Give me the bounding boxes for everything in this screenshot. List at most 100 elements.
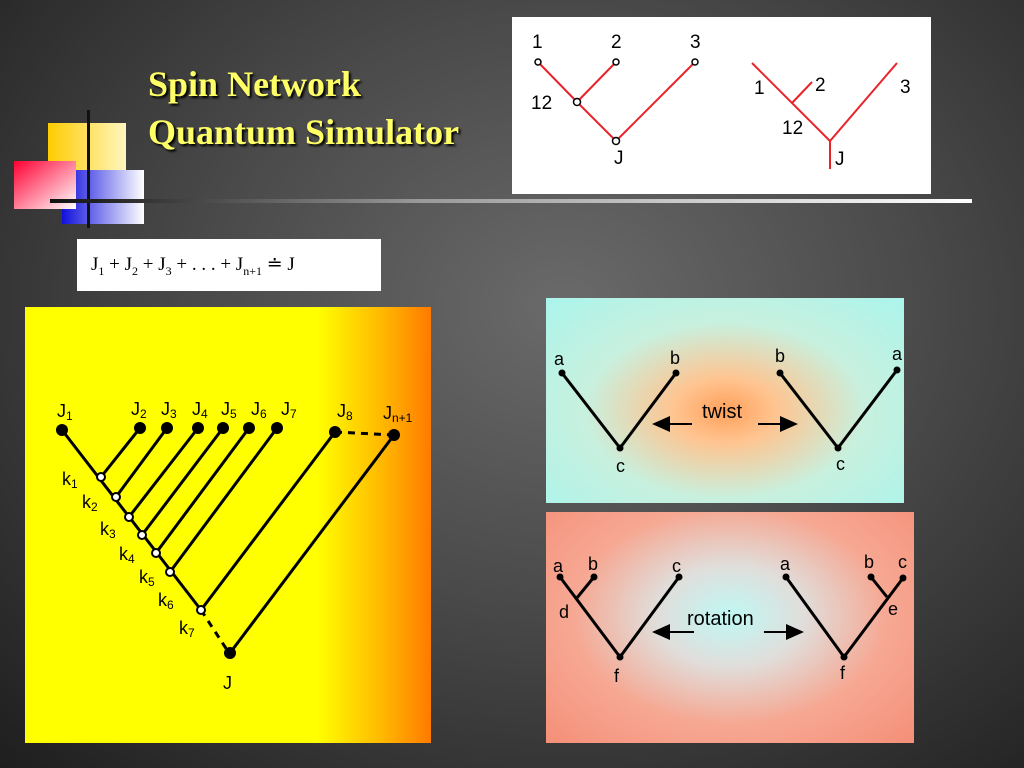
node-j1 bbox=[56, 424, 68, 436]
coupling-tree-panel: 1 2 3 12 J 1 2 3 12 J bbox=[512, 17, 931, 194]
eq-sub-2: 2 bbox=[132, 263, 139, 278]
edge-jn1 bbox=[228, 434, 396, 654]
node-j2 bbox=[134, 422, 146, 434]
label-k7: k7 bbox=[179, 618, 195, 640]
node-j3 bbox=[161, 422, 173, 434]
rot-left-b-node bbox=[590, 573, 598, 581]
node-J bbox=[611, 136, 621, 146]
eq-j3: + J bbox=[138, 254, 166, 275]
title-line-2: Quantum Simulator bbox=[148, 112, 460, 152]
node-12 bbox=[572, 97, 582, 107]
rot-left-f-node bbox=[616, 653, 624, 661]
edge-3-J bbox=[615, 61, 696, 142]
twist-label: twist bbox=[702, 401, 742, 423]
eq-result: ≐ J bbox=[261, 254, 295, 275]
edge-12-J bbox=[576, 101, 617, 142]
rot-left-a-edge bbox=[558, 576, 622, 658]
node-2 bbox=[612, 58, 620, 66]
node-j5 bbox=[217, 422, 229, 434]
rot-left-f-label: f bbox=[614, 666, 620, 686]
label-j7: J7 bbox=[281, 399, 297, 421]
label-J-right: J bbox=[835, 149, 845, 170]
spin-chain-svg: J1 J2 J3 J4 J5 J6 J7 J8 Jn+1 k1 k2 k3 k4… bbox=[56, 399, 413, 693]
rot-right-b-edge bbox=[869, 576, 889, 598]
node-k2 bbox=[111, 492, 121, 502]
edge-j2 bbox=[99, 427, 142, 478]
vertical-bar bbox=[87, 110, 90, 228]
rot-left-c-label: c bbox=[672, 556, 681, 576]
node-k5 bbox=[151, 548, 161, 558]
twist-right-a-node bbox=[893, 366, 901, 374]
rot-right-a-edge bbox=[784, 576, 846, 658]
label-k3: k3 bbox=[100, 519, 116, 541]
rot-right-a-node bbox=[782, 573, 790, 581]
twist-left-c-node bbox=[616, 444, 624, 452]
coupling-tree-svg: 1 2 3 12 J 1 2 3 12 J bbox=[531, 32, 911, 170]
node-j8 bbox=[329, 426, 341, 438]
node-j6 bbox=[243, 422, 255, 434]
title-rule bbox=[50, 199, 972, 203]
label-j2: J2 bbox=[131, 399, 147, 421]
node-jn1 bbox=[388, 429, 400, 441]
label-j3: J3 bbox=[161, 399, 177, 421]
dashed-top-edge bbox=[334, 430, 395, 437]
label-2-right: 2 bbox=[815, 75, 826, 96]
rotation-label: rotation bbox=[687, 608, 754, 630]
node-j4 bbox=[192, 422, 204, 434]
node-3 bbox=[691, 58, 699, 66]
label-j8: J8 bbox=[337, 401, 353, 423]
twist-right-c-node bbox=[834, 444, 842, 452]
decorative-squares bbox=[14, 110, 154, 230]
twist-left-a-node bbox=[558, 369, 566, 377]
edge-j4 bbox=[127, 427, 200, 518]
title-line-1: Spin Network bbox=[148, 64, 362, 104]
eq-jn: + . . . + J bbox=[171, 254, 244, 275]
node-k4 bbox=[137, 530, 147, 540]
node-root-j bbox=[224, 647, 236, 659]
twist-left-c-label: c bbox=[616, 456, 625, 476]
spin-chain-panel: J1 J2 J3 J4 J5 J6 J7 J8 Jn+1 k1 k2 k3 k4… bbox=[25, 307, 431, 743]
edge-j8 bbox=[199, 431, 337, 611]
node-k6 bbox=[165, 567, 175, 577]
label-j5: J5 bbox=[221, 399, 237, 421]
label-12: 12 bbox=[531, 93, 552, 114]
slide-title: Spin Network Quantum Simulator bbox=[148, 60, 459, 156]
rot-right-c-edge bbox=[842, 577, 905, 658]
label-k4: k4 bbox=[119, 544, 135, 566]
rot-right-f-label: f bbox=[840, 663, 846, 683]
label-3: 3 bbox=[690, 32, 701, 53]
spine-dashed bbox=[199, 609, 231, 654]
twist-right-a-label: a bbox=[892, 344, 903, 364]
edge-j6 bbox=[154, 427, 251, 554]
twist-left-b-label: b bbox=[670, 348, 680, 368]
label-j1: J1 bbox=[57, 401, 73, 423]
rotation-svg: a b c d f a b c e f rotation bbox=[553, 552, 907, 686]
rot-left-a-node bbox=[556, 573, 564, 581]
label-12-right: 12 bbox=[782, 118, 803, 139]
node-k3 bbox=[124, 512, 134, 522]
rot-right-b-label: b bbox=[864, 552, 874, 572]
node-j7 bbox=[271, 422, 283, 434]
label-jn1: Jn+1 bbox=[383, 403, 413, 425]
label-J: J bbox=[614, 148, 624, 169]
eq-sub-3: 3 bbox=[165, 263, 172, 278]
label-k2: k2 bbox=[82, 492, 98, 514]
rot-left-b-label: b bbox=[588, 554, 598, 574]
rotation-panel: a b c d f a b c e f rotation bbox=[546, 512, 914, 743]
edge-1-12 bbox=[537, 61, 578, 103]
label-root-j: J bbox=[223, 673, 232, 693]
label-k5: k5 bbox=[139, 567, 155, 589]
edge-2-12 bbox=[576, 61, 617, 103]
rot-right-c-node bbox=[899, 574, 907, 582]
edge-2-12-right bbox=[791, 81, 813, 104]
sum-equation: J1 + J2 + J3 + . . . + Jn+1 ≐ J bbox=[77, 239, 381, 291]
edge-j7 bbox=[168, 427, 279, 573]
twist-left-a-edge bbox=[560, 372, 622, 449]
twist-left-b-node bbox=[672, 369, 680, 377]
edge-1-J-right bbox=[751, 62, 831, 142]
edge-j3 bbox=[114, 427, 169, 498]
twist-svg: a b c b a c twist bbox=[554, 344, 903, 476]
twist-panel: a b c b a c twist bbox=[546, 298, 904, 503]
label-k6: k6 bbox=[158, 590, 174, 612]
rot-right-e-label: e bbox=[888, 599, 898, 619]
